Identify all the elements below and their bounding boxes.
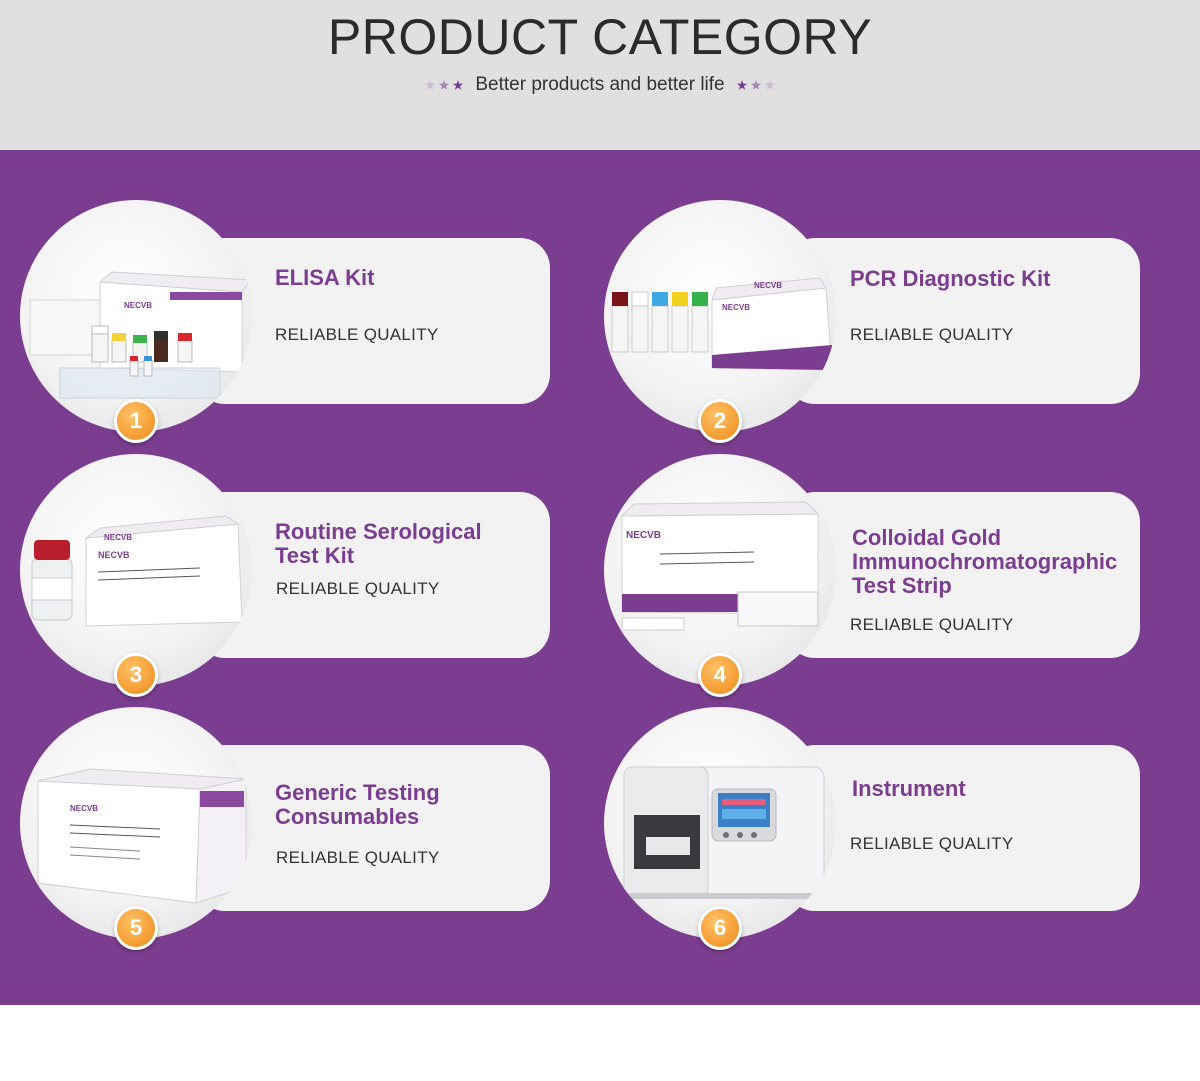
elisa-kit-image: NECVB (20, 200, 252, 432)
category-number-badge: 4 (698, 653, 742, 697)
category-subtitle: RELIABLE QUALITY (850, 615, 1014, 634)
card-background (785, 745, 1140, 911)
serological-kit-image: NECVB NECVB (20, 454, 252, 686)
header: PRODUCT CATEGORY Better products and bet… (0, 0, 1200, 150)
category-title[interactable]: Colloidal Gold Immunochromatographic Tes… (852, 525, 1118, 598)
card-background (785, 238, 1140, 404)
category-number-badge: 6 (698, 906, 742, 950)
brand-label: NECVB (70, 804, 98, 813)
page-subtitle: Better products and better life (475, 74, 725, 95)
brand-label: NECVB (124, 301, 152, 310)
svg-text:NECVB: NECVB (98, 550, 130, 560)
category-number-badge: 5 (114, 906, 158, 950)
category-number-badge: 2 (698, 399, 742, 443)
category-number-badge: 1 (114, 399, 158, 443)
category-subtitle: RELIABLE QUALITY (276, 848, 440, 867)
right-stars-icon (736, 80, 775, 90)
subtitle-row: Better products and better life (0, 74, 1200, 96)
card-background (785, 492, 1140, 658)
colloidal-gold-image: NECVB (604, 454, 836, 686)
left-stars-icon (425, 80, 464, 90)
category-title[interactable]: Routine Serological Test Kit (275, 519, 482, 568)
pcr-kit-image: NECVB NECVB (604, 200, 836, 432)
category-subtitle: RELIABLE QUALITY (850, 325, 1014, 344)
card-background (195, 745, 550, 911)
category-title[interactable]: ELISA Kit (275, 265, 375, 290)
category-title[interactable]: PCR Diagnostic Kit (850, 266, 1051, 291)
category-subtitle: RELIABLE QUALITY (276, 579, 440, 598)
category-title[interactable]: Instrument (852, 776, 966, 801)
category-subtitle: RELIABLE QUALITY (275, 325, 439, 344)
consumables-image: NECVB (20, 707, 252, 939)
page-title: PRODUCT CATEGORY (327, 9, 873, 65)
category-title[interactable]: Generic Testing Consumables (275, 780, 440, 829)
brand-label: NECVB (754, 281, 782, 290)
svg-text:NECVB: NECVB (722, 303, 750, 312)
category-number-badge: 3 (114, 653, 158, 697)
category-subtitle: RELIABLE QUALITY (850, 834, 1014, 853)
card-background (195, 238, 550, 404)
card-background (195, 492, 550, 658)
brand-label: NECVB (104, 533, 132, 542)
instrument-image (604, 707, 836, 939)
brand-label: NECVB (626, 530, 661, 541)
